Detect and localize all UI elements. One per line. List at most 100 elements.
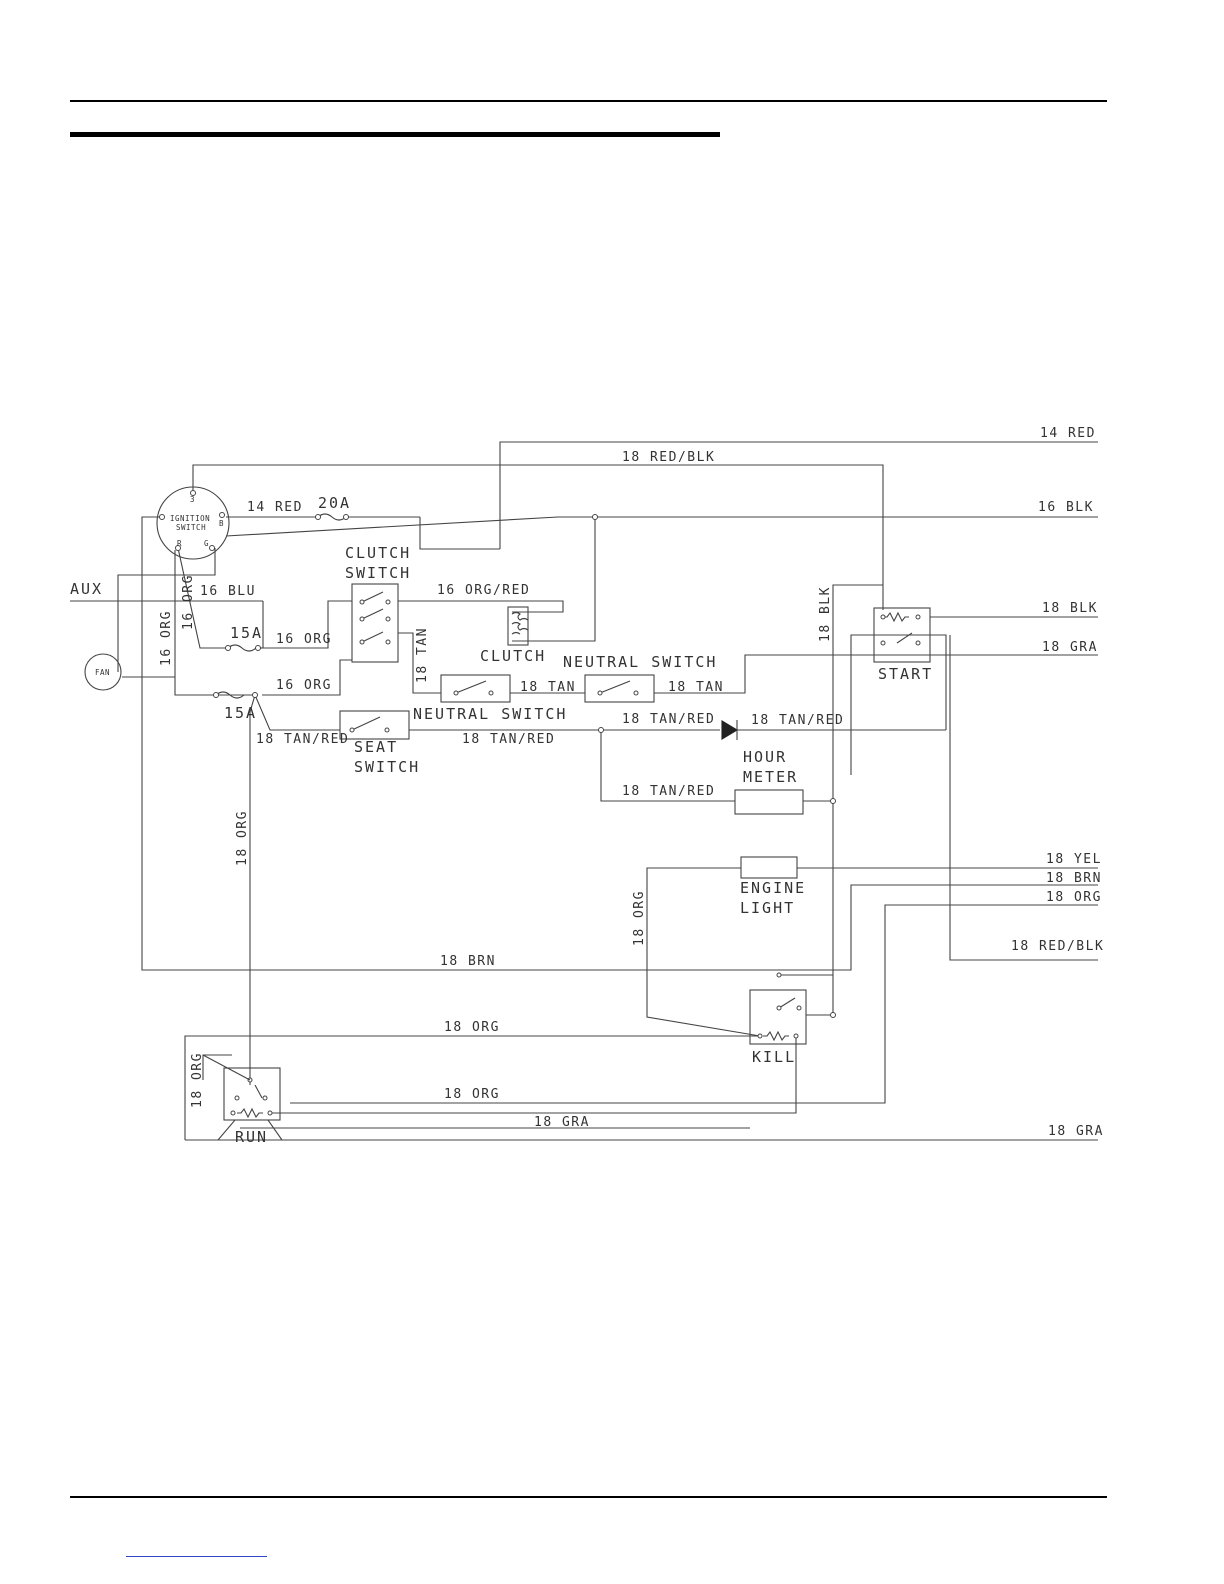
wire-18-tan [398,632,441,694]
engine-light-label-2: LIGHT [740,899,795,917]
fuse-20a: 20A [315,494,351,521]
label-18-tan-red-4: 18 TAN/RED [751,713,844,728]
wires [70,441,1098,1141]
label-18-tan-red-5: 18 TAN/RED [622,784,715,799]
clutch-switch-label-1: CLUTCH [345,544,411,562]
footer-link[interactable] [126,1556,267,1557]
label-16-org-low: 16 ORG [276,678,332,693]
seat-switch-label-1: SEAT [354,738,398,756]
label-18-tan-right: 18 TAN [668,680,724,695]
label-18-gra-bottom: 18 GRA [534,1115,590,1130]
label-18-brn-mid: 18 BRN [440,954,496,969]
aux-label: AUX [70,580,103,598]
engine-light-label-1: ENGINE [740,879,806,897]
wire-18-brn [141,516,1098,971]
wire-fan [117,548,216,672]
wire-16-org-ign [177,547,228,649]
label-18-yel: 18 YEL [1046,852,1102,867]
label-18-org-run-2: 18 ORG [444,1087,500,1102]
hour-meter-label-2: METER [743,768,798,786]
label-18-blk-right: 18 BLK [1042,601,1098,616]
wire-18-red-blk-top [192,464,884,610]
label-18-red-blk-top: 18 RED/BLK [622,450,715,465]
kill-label: KILL [752,1048,796,1066]
wire-14-red-top [499,441,1098,549]
wire-16-blk-clutch [512,517,596,642]
wire-18-tan-red-hour [600,730,735,802]
hour-meter-label-1: HOUR [743,748,787,766]
neutral-switch-left: NEUTRAL SWITCH [413,674,567,723]
wire-labels: 14 RED 18 RED/BLK 14 RED 16 BLK 16 BLU 1… [159,426,1104,1139]
fan: FAN [84,653,122,691]
section-title-rule [70,132,720,137]
fuse-15a-lower-label: 15A [224,704,257,722]
label-18-org-right: 18 ORG [1046,890,1102,905]
ignition-pin-g: G [204,539,209,548]
label-18-org-run-1: 18 ORG [444,1020,500,1035]
fan-label: FAN [95,668,110,677]
wire-kill-top [806,800,834,1016]
junctions [592,514,836,1018]
ignition-label-2: SWITCH [176,523,206,532]
fuse-20a-label: 20A [318,494,351,512]
neutral-switch-right-label: NEUTRAL SWITCH [563,653,717,671]
neutral-switch-right: NEUTRAL SWITCH [563,653,717,703]
seat-switch: SEAT SWITCH [339,710,420,776]
clutch: CLUTCH [480,606,546,665]
label-18-brn-right: 18 BRN [1046,871,1102,886]
label-16-org-fuse: 16 ORG [276,632,332,647]
label-18-blk-vert: 18 BLK [818,586,833,642]
wire-18-org-vert [249,694,256,1085]
run-label: RUN [235,1128,268,1146]
start-label: START [878,665,933,683]
wire-run-box [184,1035,203,1140]
label-18-org-run-vert: 18 ORG [190,1052,205,1108]
wire-18-tan-red-a [254,694,340,731]
clutch-switch-label-2: SWITCH [345,564,411,582]
label-16-blk: 16 BLK [1038,500,1094,515]
clutch-switch: CLUTCH SWITCH [345,544,411,663]
wire-16-blk [225,516,1098,537]
ignition-pin-b: B [219,519,224,528]
label-18-tan-vert: 18 TAN [415,627,430,683]
label-18-tan-red-2: 18 TAN/RED [462,732,555,747]
label-18-red-blk-right: 18 RED/BLK [1011,939,1104,954]
label-16-blu: 16 BLU [200,584,256,599]
wire-18-blk [832,584,883,800]
label-16-org-red: 16 ORG/RED [437,583,530,598]
wire-16-org-red [398,600,564,613]
label-16-org-left: 16 ORG [159,610,174,666]
label-18-tan-red-1: 18 TAN/RED [256,732,349,747]
fuse-15a-upper-label: 15A [230,624,263,642]
engine-light: ENGINE LIGHT [740,856,806,917]
hour-meter: HOUR METER [734,748,804,815]
wire-18-org-r [290,904,1098,1104]
wire-start-box [850,634,947,775]
neutral-switch-left-label: NEUTRAL SWITCH [413,705,567,723]
label-18-tan-mid: 18 TAN [520,680,576,695]
seat-switch-label-2: SWITCH [354,758,420,776]
wire-kill-run [270,1036,797,1114]
ignition-label-1: IGNITION [170,514,210,523]
header-rule [70,100,1107,102]
label-18-org-vert: 18 ORG [235,810,250,866]
ignition-pin-r: R [177,539,182,548]
diode [721,720,739,740]
ignition-switch: IGNITION SWITCH 3 B R G [156,486,230,560]
label-18-org-kill: 18 ORG [632,890,647,946]
clutch-label: CLUTCH [480,647,546,665]
wire-16-org-clutch [263,600,352,649]
start-relay: START [873,607,933,683]
ignition-pin-3: 3 [190,495,195,504]
fuse-15a-upper: 15A [225,624,263,652]
label-18-tan-red-3: 18 TAN/RED [622,712,715,727]
label-16-org-vert: 16 ORG [181,574,196,630]
label-18-gra-bottom-right: 18 GRA [1048,1124,1104,1139]
run-relay: RUN [202,1054,281,1146]
wire-18-org-engine [646,867,761,1037]
wire-16-org-low [262,659,352,696]
label-18-gra-right: 18 GRA [1042,640,1098,655]
kill-relay: KILL [749,972,807,1066]
label-14-red-top: 14 RED [1040,426,1096,441]
